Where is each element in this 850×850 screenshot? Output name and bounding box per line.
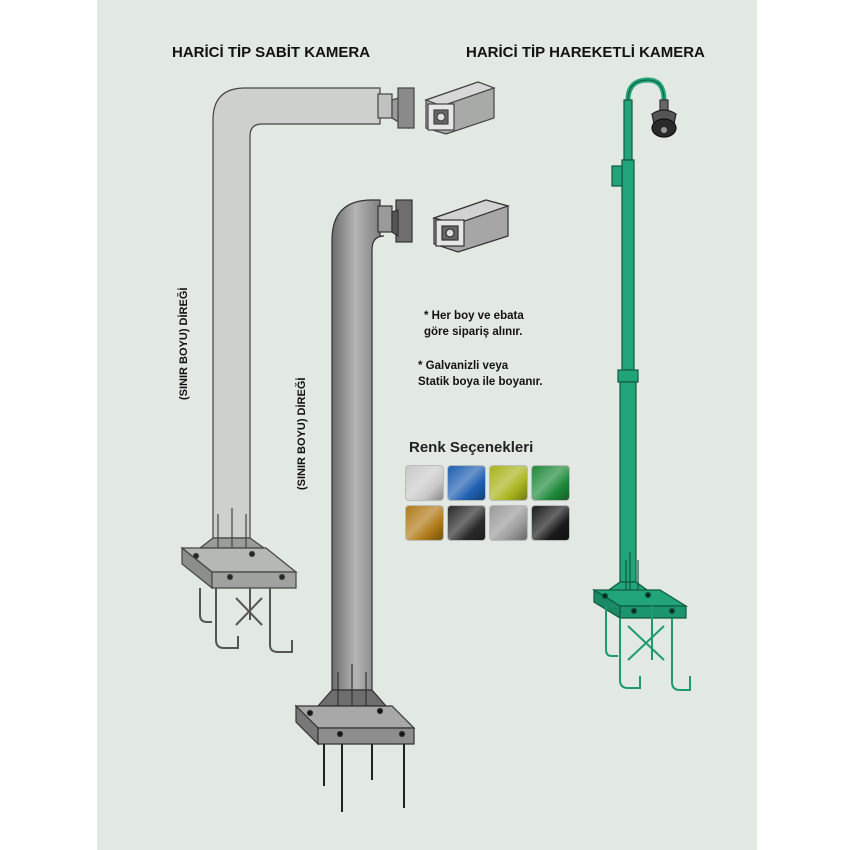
back-pole-label: (SINIR BOYU) DİREĞİ <box>178 287 190 400</box>
back-pole-illustration <box>180 81 496 653</box>
note-order: * Her boy ve ebata göre sipariş alınır. <box>424 310 524 338</box>
moving-camera-title: HARİCİ TİP HAREKETLİ KAMERA <box>466 44 705 61</box>
green-pole-illustration <box>591 77 691 691</box>
color-swatch-dark <box>532 506 569 540</box>
front-pole-label: (SINIR BOYU) DİREĞİ <box>296 377 308 490</box>
color-swatch-black <box>448 506 485 540</box>
color-swatch-yellow-green <box>490 466 527 500</box>
color-options-title: Renk Seçenekleri <box>409 439 534 456</box>
color-swatch-gold <box>406 506 443 540</box>
color-swatch-blue <box>448 466 485 500</box>
fixed-camera-title: HARİCİ TİP SABİT KAMERA <box>172 44 371 61</box>
color-swatch-green <box>532 466 569 500</box>
note-paint: * Galvanizli veya Statik boya ile boyanı… <box>418 360 543 388</box>
background-panel <box>97 0 757 850</box>
front-pole-illustration <box>294 199 511 812</box>
color-swatch-silver <box>406 466 443 500</box>
color-swatch-grey <box>490 506 527 540</box>
